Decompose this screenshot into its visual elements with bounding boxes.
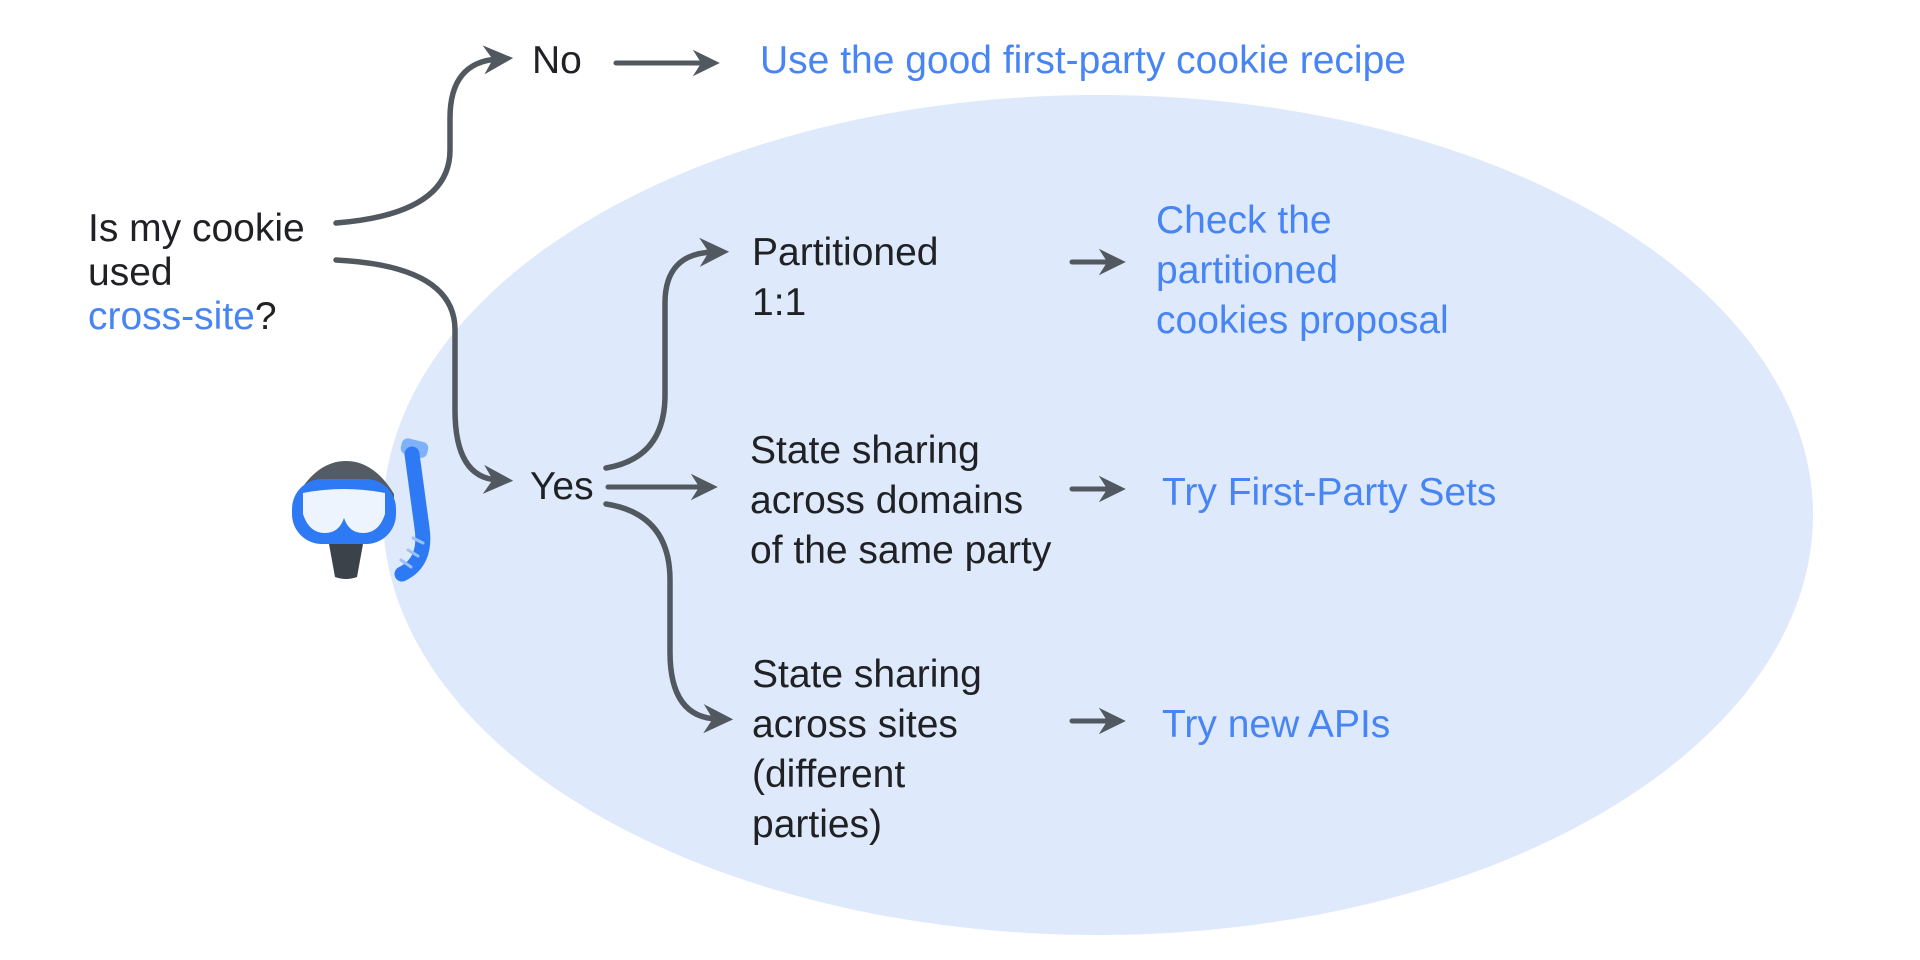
third-party-ellipse <box>383 95 1813 935</box>
node-line: State sharing <box>752 653 982 696</box>
link-first-party-recipe[interactable]: Use the good first-party cookie recipe <box>760 39 1406 82</box>
node-line: 1:1 <box>752 281 807 324</box>
node-line: across domains <box>750 479 1024 522</box>
link-partitioned-cookies-proposal[interactable]: Check the partitioned cookies proposal <box>1156 196 1449 346</box>
node-state-sharing-cross-party: State sharing across sites (different pa… <box>752 650 982 850</box>
diving-mask-icon <box>292 438 431 582</box>
node-line: parties) <box>752 803 883 846</box>
question-line: used <box>88 251 173 294</box>
node-partitioned: Partitioned 1:1 <box>752 228 938 328</box>
cross-site-link[interactable]: cross-site <box>88 295 255 338</box>
node-line: Partitioned <box>752 231 939 274</box>
link-first-party-sets[interactable]: Try First-Party Sets <box>1162 471 1497 514</box>
arrow-yes-to-cross-party <box>603 501 734 734</box>
arrow-yes-to-partitioned <box>603 237 730 471</box>
node-line: across sites <box>752 703 958 746</box>
question-mark: ? <box>254 295 277 338</box>
link-line[interactable]: Check the <box>1156 199 1332 242</box>
question-line: Is my cookie <box>88 207 305 250</box>
question-line: cross-site? <box>88 295 305 339</box>
link-line[interactable]: partitioned <box>1156 249 1339 292</box>
node-line: of the same party <box>750 529 1052 572</box>
node-line: (different <box>752 753 906 796</box>
link-line[interactable]: cookies proposal <box>1156 299 1449 342</box>
link-new-apis[interactable]: Try new APIs <box>1162 703 1391 746</box>
node-line: State sharing <box>750 429 980 472</box>
node-yes: Yes <box>530 465 594 508</box>
question-text: Is my cookie used cross-site? <box>88 207 305 339</box>
arrow-question-to-yes <box>333 257 514 494</box>
node-state-sharing-same-party: State sharing across domains of the same… <box>750 426 1051 576</box>
arrow-question-to-no <box>333 45 514 226</box>
node-no: No <box>532 39 582 82</box>
